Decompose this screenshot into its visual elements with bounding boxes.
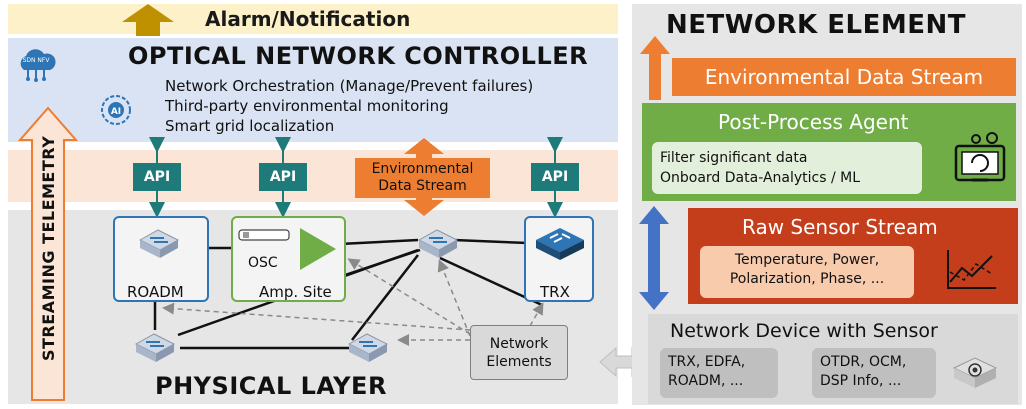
controller-line-2: Third-party environmental monitoring [165,97,449,115]
controller-line-3: Smart grid localization [165,117,335,135]
post-process-line-1: Filter significant data [660,150,808,166]
device-left-line-1: TRX, EDFA, [668,354,746,370]
router-center-icon [415,226,461,264]
api-band [8,150,618,202]
amp-site-label: Amp. Site [259,283,332,301]
streaming-telemetry-label: STREAMING TELEMETRY [39,135,58,361]
osc-label: OSC [248,255,278,271]
controller-line-1: Network Orchestration (Manage/Prevent fa… [165,77,534,95]
api-box-trx: API [531,163,579,191]
env-data-stream-line2: Data Stream [378,178,467,194]
network-elements-line2: Elements [486,353,552,370]
streaming-telemetry-arrow [18,106,78,401]
trx-router-icon [532,224,588,268]
device-left-line-2: ROADM, ... [668,373,744,389]
alarm-bar [8,4,618,34]
amplifier-triangle-icon [298,226,338,276]
roadm-node [113,216,209,302]
device-right-line-1: OTDR, OCM, [820,354,907,370]
alarm-up-arrow [122,4,174,36]
sensor-device-icon [950,354,1000,396]
optical-network-controller [8,38,618,142]
raw-sensor-line-2: Polarization, Phase, ... [729,271,885,287]
device-right-line-2: DSP Info, ... [820,373,902,389]
env-data-stream-bar: Environmental Data Stream [672,58,1016,96]
env-data-stream-box: Environmental Data Stream [355,158,490,198]
device-title: Network Device with Sensor [670,320,938,342]
analytics-monitor-icon [952,130,1008,192]
ai-brain-icon: AI [96,90,136,130]
post-process-details: Filter significant data Onboard Data-Ana… [652,142,922,194]
sdn-cloud-icon: SDN NFV [16,46,56,82]
osc-module-icon [237,226,295,248]
sdn-icon-text: SDN NFV [23,57,51,64]
trx-label: TRX [540,283,570,301]
api-box-roadm: API [133,163,181,191]
roadm-label: ROADM [127,283,184,301]
raw-sensor-title: Raw Sensor Stream [742,215,938,239]
line-chart-icon [942,246,1000,298]
ai-icon-text: AI [111,107,121,117]
env-stream-up-arrow [640,36,670,100]
env-data-stream-line1: Environmental [371,161,474,177]
roadm-switch-icon [136,226,182,264]
physical-layer-title: PHYSICAL LAYER [155,372,387,400]
router-bottom-left-icon [132,330,178,368]
raw-sensor-details: Temperature, Power, Polarization, Phase,… [700,246,914,298]
network-elements-line1: Network [489,335,549,352]
alarm-label: Alarm/Notification [205,7,411,31]
api-box-amp: API [259,163,307,191]
device-right-list: OTDR, OCM, DSP Info, ... [812,348,936,398]
network-element-title: NETWORK ELEMENT [666,10,966,40]
controller-title: OPTICAL NETWORK CONTROLLER [128,42,589,70]
raw-stream-double-arrow [639,206,669,310]
raw-sensor-line-1: Temperature, Power, [734,252,880,268]
post-process-line-2: Onboard Data-Analytics / ML [660,170,861,186]
device-left-list: TRX, EDFA, ROADM, ... [660,348,778,398]
network-elements-callout: Network Elements [470,325,568,380]
router-bottom-mid-icon [345,330,391,368]
post-process-title: Post-Process Agent [718,110,909,134]
